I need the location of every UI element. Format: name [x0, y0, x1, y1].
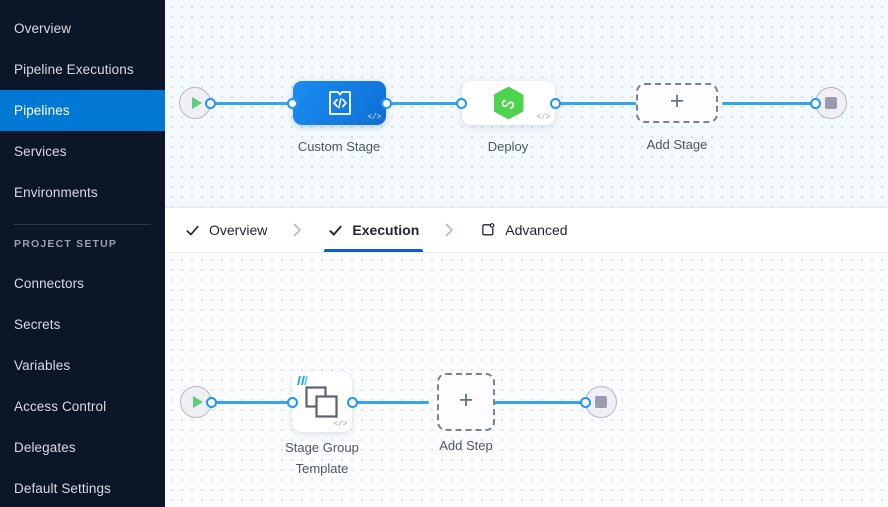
port-stage-group-in[interactable] [287, 397, 298, 408]
port-custom-stage-out[interactable] [381, 98, 392, 109]
execution-graph-canvas[interactable]: </> Stage Group Template + Add Step [165, 253, 888, 507]
tab-underline [324, 249, 424, 252]
sidebar-item-variables[interactable]: Variables [0, 345, 165, 386]
sidebar-section-header: PROJECT SETUP [14, 238, 118, 250]
edge-add-step-to-end [485, 401, 585, 404]
sidebar-item-delegates[interactable]: Delegates [0, 427, 165, 468]
add-step-label: Add Step [439, 438, 493, 453]
port-custom-stage-in[interactable] [287, 98, 298, 109]
tab-advanced[interactable]: Advanced [472, 208, 575, 252]
tab-separator [275, 208, 320, 252]
infinity-glyph [501, 99, 515, 109]
play-icon [191, 97, 202, 109]
stop-icon [595, 396, 607, 408]
sidebar-item-label: Connectors [14, 276, 85, 291]
sidebar-item-pipelines[interactable]: Pipelines [0, 90, 165, 131]
sidebar-item-label: Default Settings [14, 481, 111, 496]
code-badge: </> [536, 113, 550, 122]
edge-custom-stage-to-deploy [389, 102, 467, 105]
sidebar-item-label: Variables [14, 358, 71, 373]
stage-graph-canvas[interactable]: </> Custom Stage </> Deploy + Add [165, 0, 888, 208]
sidebar-divider [14, 224, 151, 225]
stage-node-custom-stage[interactable]: </> [293, 81, 386, 125]
sidebar-item-label: Pipeline Executions [14, 62, 134, 77]
chevron-right-icon [293, 223, 302, 237]
edge-start-to-stage-group [209, 401, 301, 404]
port-deploy-out[interactable] [550, 98, 561, 109]
code-badge: </> [333, 420, 347, 429]
port-deploy-in[interactable] [456, 98, 467, 109]
stage-label-deploy: Deploy [487, 139, 529, 154]
tab-separator [427, 208, 472, 252]
port-start-out[interactable] [205, 98, 216, 109]
stage-node-deploy[interactable]: </> [462, 81, 555, 125]
execution-end-node[interactable] [585, 386, 617, 418]
tab-label: Advanced [505, 222, 568, 238]
sidebar-item-connectors[interactable]: Connectors [0, 263, 165, 304]
main-content: </> Custom Stage </> Deploy + Add [165, 0, 888, 507]
sidebar-item-label: Delegates [14, 440, 76, 455]
plus-icon: + [458, 386, 474, 414]
check-icon [186, 225, 199, 235]
custom-stage-icon [328, 91, 351, 115]
tab-overview[interactable]: Overview [177, 208, 275, 252]
chevron-right-icon [445, 223, 454, 237]
check-icon [329, 225, 343, 235]
edge-add-stage-to-end [722, 102, 815, 105]
port-exec-end-in[interactable] [580, 397, 591, 408]
edge-deploy-to-add-stage [554, 102, 640, 105]
sidebar-item-secrets[interactable]: Secrets [0, 304, 165, 345]
stop-icon [825, 97, 837, 109]
code-badge: </> [367, 113, 381, 122]
stage-label-custom-stage: Custom Stage [297, 139, 381, 154]
sidebar-item-label: Environments [14, 185, 98, 200]
tab-underline [181, 249, 271, 252]
edge-stage-group-to-add-step [355, 401, 429, 404]
sidebar-item-services[interactable]: Services [0, 131, 165, 172]
edge-start-to-custom-stage [208, 102, 298, 105]
sidebar-item-label: Services [14, 144, 67, 159]
step-node-stage-group-template[interactable]: </> [292, 372, 352, 432]
sidebar-item-access-control[interactable]: Access Control [0, 386, 165, 427]
advanced-settings-icon [482, 223, 495, 236]
step-label-stage-group-template: Stage Group Template [285, 440, 359, 476]
sidebar-item-pipeline-executions[interactable]: Pipeline Executions [0, 49, 165, 90]
add-step-button[interactable]: + [437, 373, 495, 431]
step-tab-bar: Overview Execution [165, 208, 888, 253]
sidebar: Overview Pipeline Executions Pipelines S… [0, 0, 165, 507]
sidebar-item-label: Pipelines [14, 103, 70, 118]
add-stage-label: Add Stage [646, 137, 708, 152]
port-exec-start-out[interactable] [206, 397, 217, 408]
template-marker-icon [297, 376, 308, 385]
plus-icon: + [669, 87, 685, 115]
sidebar-item-label: Access Control [14, 399, 107, 414]
sidebar-item-label: Overview [14, 21, 72, 36]
sidebar-item-label: Secrets [14, 317, 61, 332]
harness-deploy-icon [493, 86, 524, 120]
play-icon [192, 396, 203, 408]
sidebar-item-overview[interactable]: Overview [0, 8, 165, 49]
tab-execution[interactable]: Execution [320, 208, 427, 252]
add-stage-button[interactable]: + [636, 83, 718, 123]
tab-underline [476, 249, 571, 252]
step-group-icon [305, 386, 338, 418]
sidebar-item-environments[interactable]: Environments [0, 172, 165, 213]
port-stage-group-out[interactable] [347, 397, 358, 408]
tab-label: Overview [209, 222, 268, 238]
execution-start-node[interactable] [180, 386, 212, 418]
sidebar-item-default-settings[interactable]: Default Settings [0, 468, 165, 507]
tab-label: Execution [352, 222, 420, 238]
port-end-in[interactable] [810, 98, 821, 109]
